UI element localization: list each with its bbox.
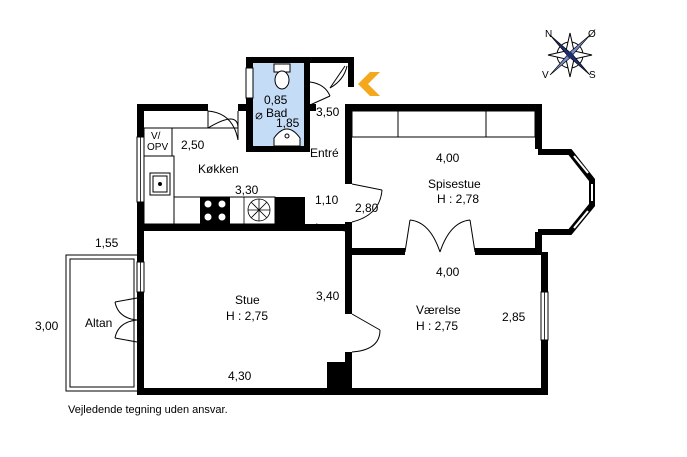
kitchen-fan	[243, 196, 276, 225]
vopv-line1: V/	[151, 131, 161, 142]
bay-window-glass	[573, 155, 593, 229]
toilet	[273, 63, 291, 90]
compass-icon	[547, 32, 593, 78]
vopv-line2: OPV	[147, 142, 168, 153]
kokken-depth: 2,50	[181, 138, 205, 152]
spisestue-width: 4,00	[436, 151, 460, 165]
kitchen-stove	[200, 197, 230, 224]
vaerelse-name: Værelse	[416, 303, 461, 317]
bad-width: 0,85	[264, 93, 288, 107]
spisestue-name: Spisestue	[428, 177, 481, 191]
bad-height: 1,85	[276, 116, 300, 130]
disclaimer: Vejledende tegning uden ansvar.	[68, 404, 228, 416]
compass-o: Ø	[588, 29, 596, 40]
bad-name: Bad	[266, 106, 287, 120]
kokken-width: 3,30	[235, 183, 259, 197]
stue-name: Stue	[235, 293, 260, 307]
vaerelse-width: 4,00	[436, 265, 460, 279]
entre-dim: 3,50	[316, 105, 340, 119]
compass-s: S	[589, 70, 596, 81]
altan-name: Altan	[85, 316, 112, 330]
windows	[136, 67, 549, 341]
walls	[137, 57, 548, 395]
vaerelse-height: H : 2,75	[416, 319, 458, 333]
hall-dim: 1,10	[315, 193, 339, 207]
entre-name: Entré	[310, 146, 339, 160]
vaerelse-depth: 2,85	[502, 310, 526, 324]
stue-width: 4,30	[228, 369, 252, 383]
kokken-name: Køkken	[198, 162, 239, 176]
doors	[114, 65, 476, 353]
entry-arrow-icon	[358, 72, 380, 96]
dining-cabinets	[351, 110, 536, 138]
bath-sink	[273, 128, 301, 147]
spisestue-depth: 2,80	[355, 201, 379, 215]
shower-tap	[255, 112, 263, 120]
altan-depth: 3,00	[35, 319, 59, 333]
bay-window	[538, 149, 595, 235]
compass-n: N	[545, 29, 552, 40]
compass-v: V	[542, 70, 549, 81]
stue-depth: 3,40	[316, 289, 340, 303]
altan-width: 1,55	[95, 236, 119, 250]
stue-height: H : 2,75	[226, 309, 268, 323]
kitchen-sink	[149, 172, 171, 196]
spisestue-height: H : 2,78	[437, 192, 479, 206]
